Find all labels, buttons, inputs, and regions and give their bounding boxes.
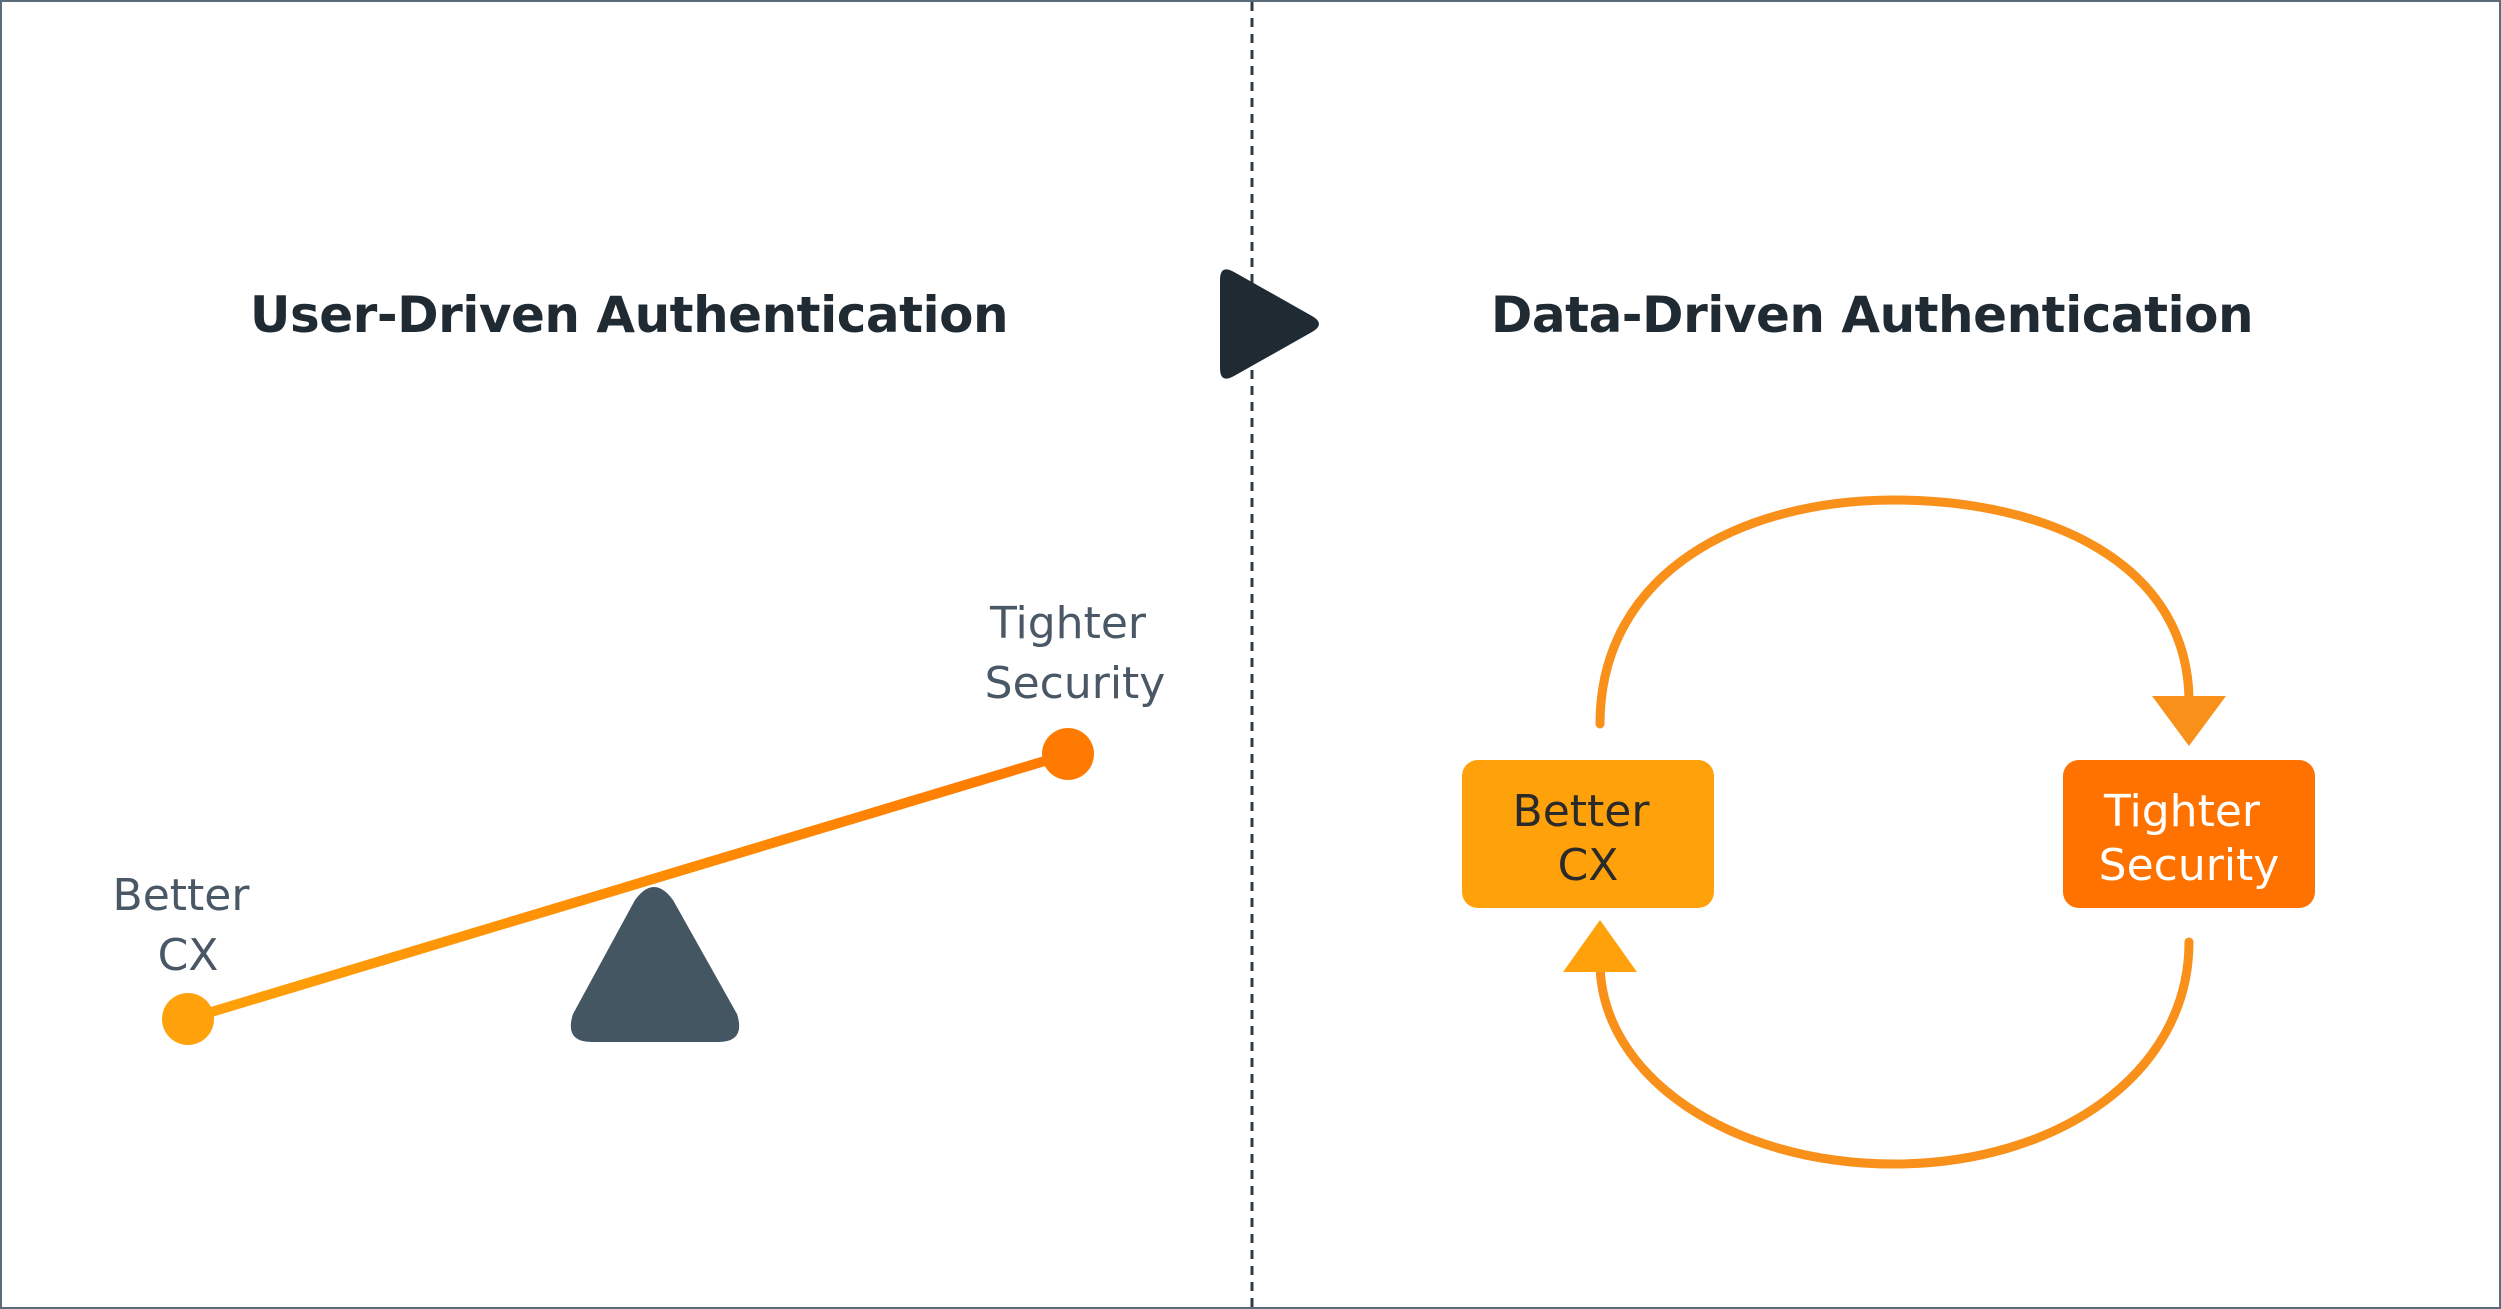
better-cx-box <box>1462 760 1714 908</box>
better-cx-box-line1: Better <box>1513 786 1651 837</box>
better-cx-box-label: Better CX <box>1513 786 1664 891</box>
top-cycle-arrow <box>1595 495 2194 729</box>
bottom-cycle-arrow <box>1595 937 2194 1169</box>
left-panel-title: User-Driven Authentication <box>250 286 1008 344</box>
play-arrow-icon <box>1220 269 1319 379</box>
fulcrum-triangle-icon <box>570 887 740 1042</box>
seesaw-high-label: Tighter Security <box>985 598 1166 709</box>
better-cx-endpoint <box>162 993 214 1045</box>
tighter-security-box <box>2063 760 2315 908</box>
seesaw-low-label: Better CX <box>113 870 264 981</box>
seesaw-low-label-line1: Better <box>113 870 251 921</box>
tighter-security-box-line2: Security <box>2099 840 2280 891</box>
right-panel-title: Data-Driven Authentication <box>1491 286 2253 344</box>
better-cx-box-line2: CX <box>1558 840 1619 891</box>
top-arrowhead-icon <box>2152 696 2226 746</box>
tighter-security-box-label: Tighter Security <box>2099 786 2280 891</box>
seesaw-high-label-line1: Tighter <box>989 598 1147 649</box>
seesaw-high-label-line2: Security <box>985 658 1166 709</box>
seesaw-beam <box>183 749 1073 1024</box>
tighter-security-endpoint <box>1042 728 1094 780</box>
tighter-security-box-line1: Tighter <box>2103 786 2261 837</box>
bottom-arrowhead-icon <box>1563 920 1637 972</box>
seesaw-low-label-line2: CX <box>158 930 219 981</box>
